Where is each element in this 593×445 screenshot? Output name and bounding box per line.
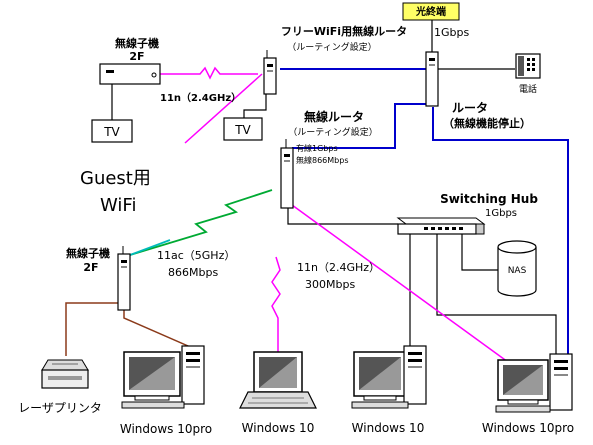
- link-wireless-router-to-switch: [287, 207, 398, 225]
- pc-2-laptop-icon: [239, 351, 317, 409]
- wireless-router-device: [280, 139, 294, 209]
- tv-left-label: TV: [103, 125, 120, 139]
- link-24-mid-band: 11n（2.4GHz）: [297, 261, 380, 274]
- guest-router: フリーWiFi用無線ルータ （ルーティング設定）: [263, 24, 407, 95]
- magenta-wifi: [160, 66, 509, 363]
- pc-1-label: Windows 10pro: [120, 422, 212, 436]
- wireless-router-sub: （ルーティング設定）: [288, 126, 377, 138]
- wifi-wireless-router-to-laptop: [271, 256, 281, 352]
- wireless-router-label: 無線ルータ: [304, 109, 364, 124]
- brown-links: [65, 302, 189, 356]
- nas: NAS: [497, 240, 537, 297]
- main-router-sub: （無線機能停止）: [443, 116, 531, 130]
- phone-icon: [515, 53, 541, 79]
- printer-icon: [41, 359, 89, 389]
- phone: 電話: [515, 53, 541, 95]
- link-24-top-label: 11n（2.4GHz）: [160, 91, 241, 104]
- main-router-label: ルータ: [452, 101, 488, 115]
- child-2f-top-label: 無線子機: [115, 36, 159, 50]
- switch-device: [396, 217, 486, 235]
- pc-4-label: Windows 10pro: [482, 421, 574, 435]
- child-2f-top: 無線子機 2F: [99, 36, 161, 85]
- child-2f-left-label: 無線子機: [66, 246, 110, 260]
- link-switch-to-pc4: [436, 234, 557, 360]
- wifi-guest-to-guest-clients: [184, 73, 263, 144]
- guest-router-sub: （ルーティング設定）: [287, 41, 376, 53]
- printer-label: レーザプリンタ: [18, 401, 102, 415]
- link-5g-speed: 866Mbps: [168, 266, 218, 279]
- fiber-terminal-label: 光終端: [415, 5, 446, 18]
- tv-right-label: TV: [234, 123, 251, 137]
- tv-right-box: [223, 117, 263, 141]
- link-child-2f-left-to-printer: [65, 302, 120, 356]
- link-switch-to-nas: [461, 232, 498, 271]
- tv-right: TV: [223, 117, 263, 141]
- pc-1-desktop-icon: [121, 345, 205, 409]
- wifi-wireless-router-to-pc4: [291, 204, 509, 363]
- child-2f-top-floor: 2F: [129, 50, 144, 63]
- guest-router-label: フリーWiFi用無線ルータ: [281, 24, 407, 38]
- link-24-mid-speed: 300Mbps: [305, 278, 355, 291]
- pc-3-desktop-icon: [351, 345, 427, 409]
- link-guest-router-to-tv: [243, 93, 267, 118]
- link-main-router-to-pc4: [432, 107, 569, 360]
- pc-2: Windows 10: [239, 351, 317, 435]
- child-2f-left-floor: 2F: [83, 261, 98, 274]
- nas-label: NAS: [508, 266, 527, 276]
- wifi-guest-to-child-2f: [160, 66, 258, 80]
- pc-1: Windows 10pro: [120, 345, 212, 436]
- wireless-router-spec-wireless: 無線866Mbps: [296, 155, 349, 165]
- fiber-terminal: 光終端 1Gbps: [402, 2, 469, 39]
- switching-hub: Switching Hub 1Gbps: [396, 192, 538, 235]
- switch-speed: 1Gbps: [485, 208, 517, 219]
- fiber-speed-label: 1Gbps: [434, 26, 469, 39]
- child-2f-left-device: [117, 246, 131, 311]
- switch-label: Switching Hub: [440, 192, 538, 206]
- wifi-teal-segment: [129, 239, 171, 256]
- wireless-router: 無線ルータ （ルーティング設定） 有線1Gbps 無線866Mbps: [280, 109, 378, 209]
- wifi-wireless-router-to-child-2f-left: [129, 189, 273, 256]
- printer: レーザプリンタ: [18, 359, 102, 415]
- nas-cylinder: [497, 240, 537, 297]
- pc-3-label: Windows 10: [352, 421, 425, 435]
- phone-label: 電話: [519, 83, 537, 95]
- pc-4: Windows 10pro: [482, 353, 574, 435]
- pc-2-label: Windows 10: [242, 421, 315, 435]
- pc-4-desktop-icon: [495, 353, 573, 413]
- blue-links: [280, 68, 569, 360]
- wireless-router-spec-wired: 有線1Gbps: [296, 143, 338, 153]
- child-2f-top-device: [99, 63, 161, 85]
- tv-left: TV: [91, 119, 133, 143]
- link-main-router-to-wireless-router: [292, 103, 426, 149]
- pc-3: Windows 10: [351, 345, 427, 435]
- black-links: [111, 20, 557, 360]
- guest-wifi-line1: Guest用: [80, 168, 151, 189]
- child-2f-left: 無線子機 2F: [66, 246, 131, 311]
- link-5g-band: 11ac（5GHz）: [157, 249, 235, 262]
- guest-wifi-line2: WiFi: [100, 195, 136, 216]
- green-wifi: [129, 189, 273, 256]
- link-child-2f-left-to-pc1: [123, 310, 189, 355]
- fiber-terminal-box: [402, 2, 460, 21]
- main-router-device: [425, 43, 439, 107]
- guest-router-device: [263, 50, 277, 95]
- tv-left-box: [91, 119, 133, 143]
- main-router: ルータ （無線機能停止）: [425, 43, 531, 130]
